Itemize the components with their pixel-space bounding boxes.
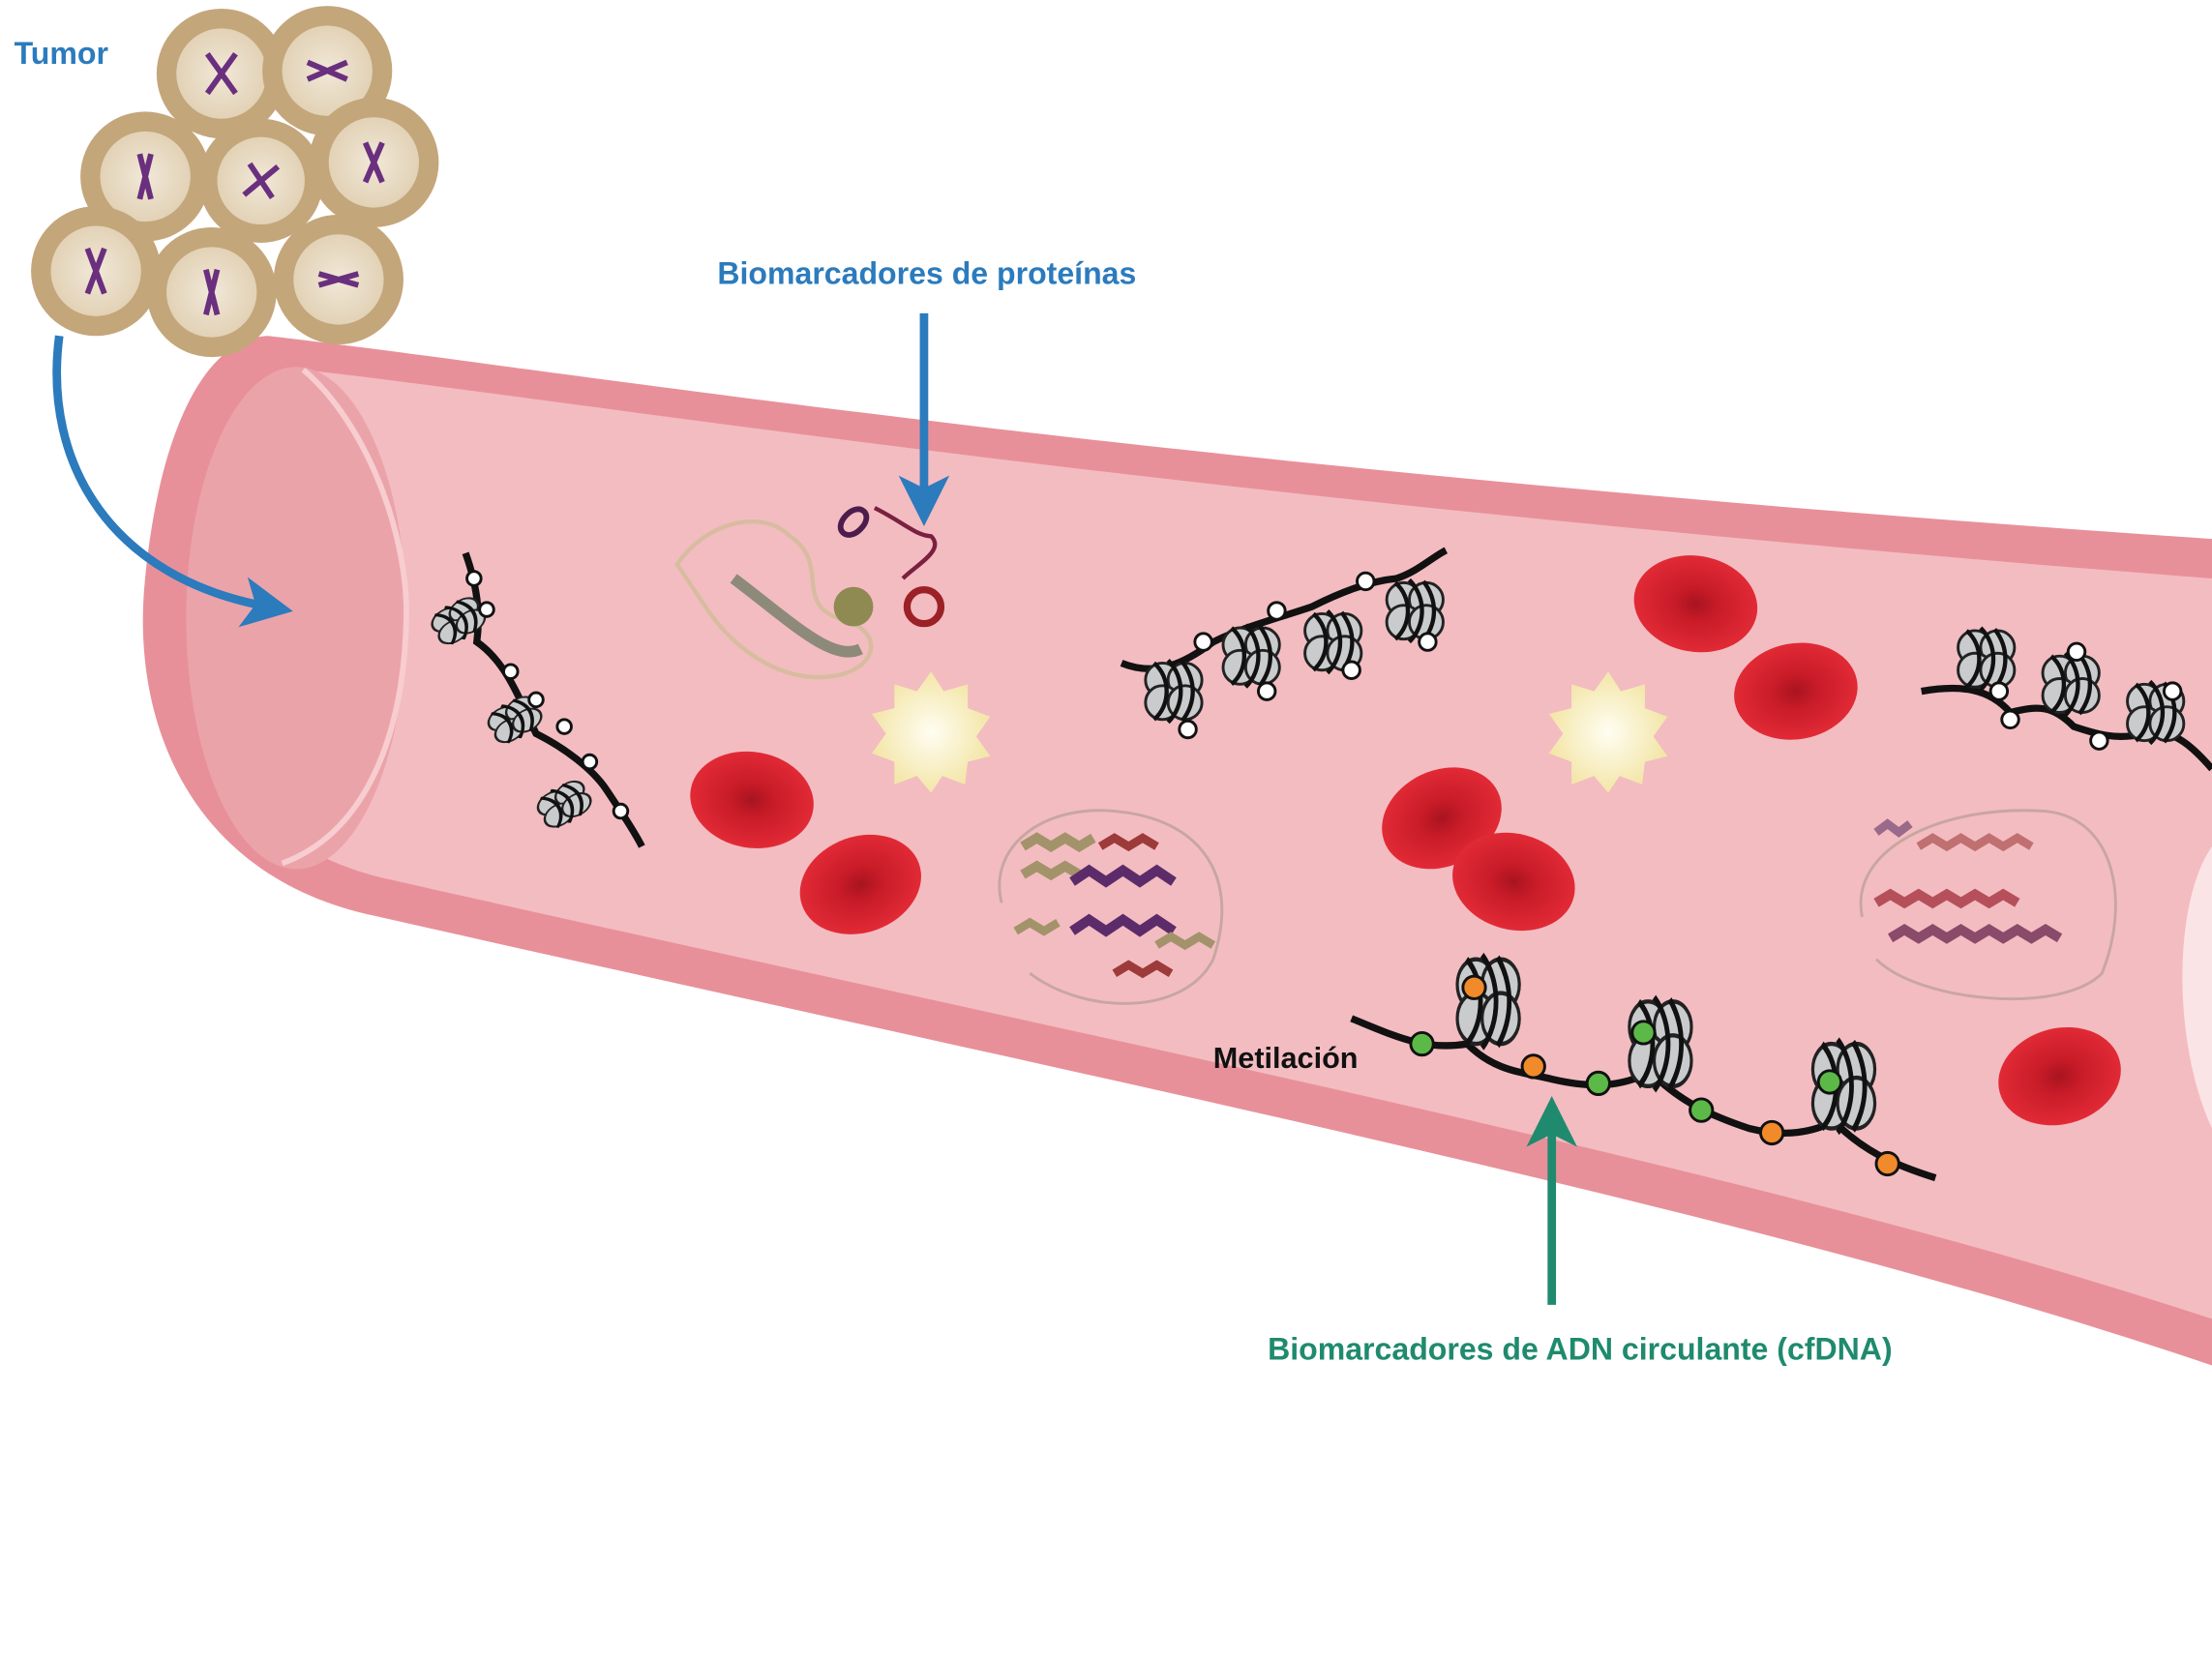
protein-structure: [674, 506, 945, 680]
nucleosome-chain: [1120, 547, 1449, 740]
vessel-opening: [186, 367, 406, 870]
cfdna-biomarkers-label: Biomarcadores de ADN circulante (cfDNA): [1268, 1332, 1893, 1367]
blood-vessel: [142, 336, 2212, 1366]
methylation-dot-orange: [1520, 1053, 1546, 1080]
methylation-dot-orange: [1759, 1119, 1785, 1146]
methylated-cfdna-chain: [1350, 955, 1937, 1182]
methylation-dot-green: [1816, 1069, 1843, 1095]
methylation-dot-green: [1409, 1030, 1435, 1057]
methylation-label: Metilación: [1213, 1042, 1359, 1075]
methylation-dot-green: [1689, 1097, 1715, 1123]
protein-structure: [1859, 809, 2117, 1001]
tumor-to-vessel-arrow: [52, 335, 293, 628]
tumor-label: Tumor: [15, 36, 108, 71]
methylation-dot-orange: [1461, 974, 1487, 1000]
methylation-dot-green: [1585, 1070, 1611, 1097]
nucleosome-chain: [425, 551, 645, 848]
nucleosome-chain: [1921, 628, 2212, 772]
tumor-cell-cluster: [31, 6, 439, 358]
vessel-right-opening: [2182, 845, 2212, 1129]
protein-structure: [998, 809, 1224, 1005]
exosome: [871, 671, 991, 793]
exosome: [1548, 671, 1668, 793]
methylation-dot-orange: [1874, 1150, 1900, 1177]
methylation-dot-green: [1630, 1020, 1657, 1046]
vessel-lumen: [190, 370, 2212, 1319]
protein-biomarkers-label: Biomarcadores de proteínas: [717, 255, 1136, 290]
